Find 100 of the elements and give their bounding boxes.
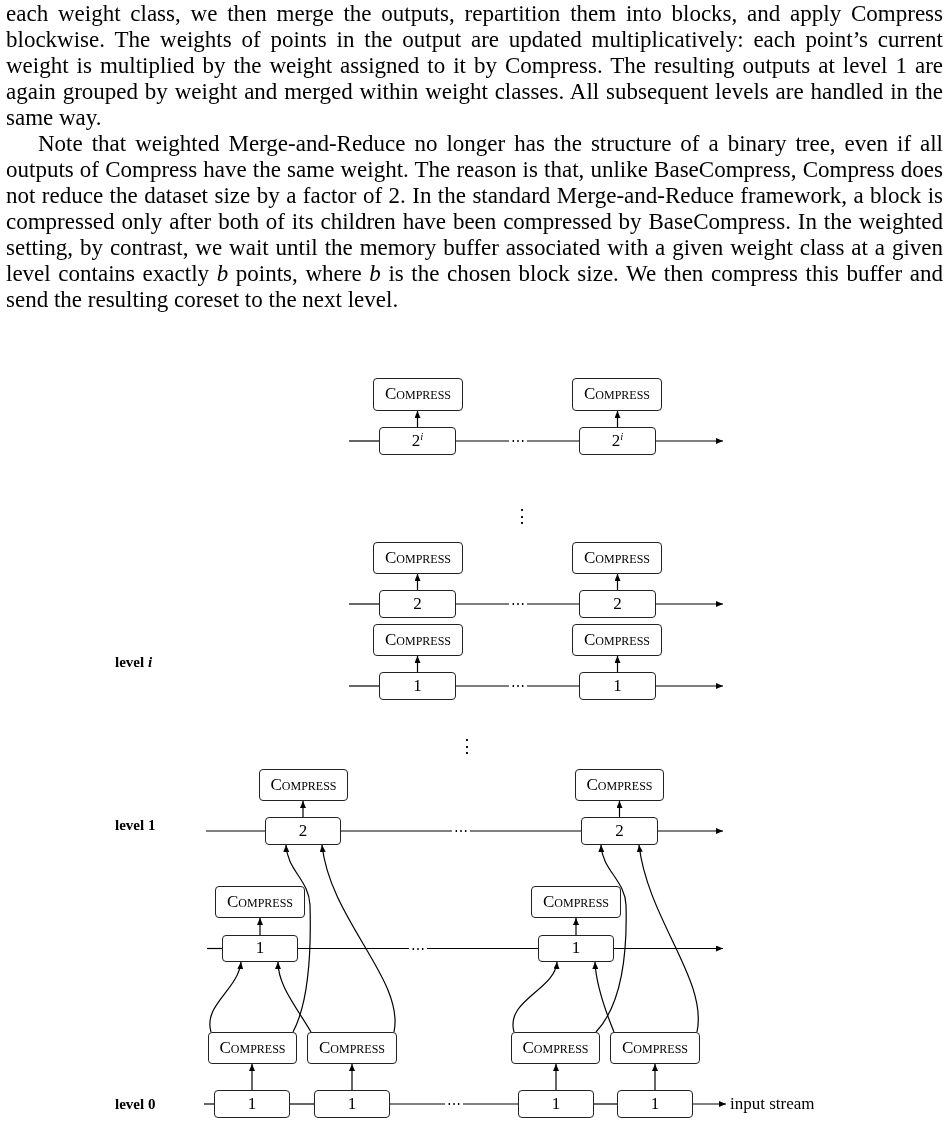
box-label: 1 [551, 1094, 561, 1114]
operation-box [511, 1032, 600, 1064]
box-label: Compress [584, 385, 650, 404]
box-label: 1 [347, 1094, 357, 1114]
box-label: 1 [413, 676, 422, 696]
arrow [512, 961, 559, 1033]
block-box [617, 1090, 693, 1118]
connector-line [593, 1103, 618, 1105]
connector-line [348, 685, 380, 687]
block-box [214, 1090, 290, 1118]
block-box [579, 672, 656, 700]
connector-line [205, 830, 266, 832]
arrow [614, 573, 621, 591]
block-box [379, 427, 456, 455]
arrow [592, 961, 615, 1033]
operation-box [373, 542, 463, 574]
operation-box [373, 624, 463, 656]
arrow [657, 828, 724, 834]
box-label: 1 [571, 939, 581, 958]
operation-box [373, 378, 463, 411]
block-box [579, 590, 656, 618]
arrow [652, 1063, 658, 1091]
body-paragraph: Note that weighted Merge-and-Reduce no longer has the structure of a binary tree, even if all outputs of Compress have the same weight. The reason is that, unlike BaseCompress, Compress does not reduce the dataset size by a factor of 2. In the standard Merge-and-Reduce framework, a block is compressed only after both of its children have been compressed by BaseCompress. In the weighted setting, by contrast, we wait until the memory buffer associated with a given weight class at a given level contains exactly b points, where b is the chosen block size. We then compress this buffer and send the resulting coreset to the next level. [6, 131, 943, 313]
arrow [614, 655, 621, 673]
stream-label: input stream [730, 1094, 815, 1114]
operation-box [572, 542, 662, 574]
connector-line [455, 685, 580, 687]
box-label: Compress [543, 892, 609, 912]
arrow [414, 655, 421, 673]
box-label: 1 [613, 676, 622, 696]
box-label: Compress [270, 775, 337, 795]
arrow [414, 573, 421, 591]
arrow [349, 1063, 355, 1091]
block-box [538, 935, 614, 962]
operation-box [208, 1032, 297, 1064]
arrow [614, 410, 621, 428]
block-box [579, 427, 656, 455]
operation-box [610, 1032, 700, 1064]
arrow [655, 601, 724, 607]
connector-line [289, 1103, 315, 1105]
box-label: 1 [247, 1094, 257, 1114]
operation-box [572, 624, 662, 656]
box-label: Compress [584, 630, 650, 650]
box-label: 2 [615, 821, 624, 841]
box-label: 2 [298, 821, 308, 841]
arrow [283, 844, 311, 1033]
block-box [222, 935, 298, 962]
box-label: 2$^{i}$ [411, 431, 424, 451]
box-label: Compress [227, 892, 293, 912]
operation-box [259, 769, 348, 801]
box-label: Compress [385, 630, 451, 650]
arrow [655, 683, 724, 689]
box-label: Compress [586, 775, 653, 795]
arrow [613, 945, 724, 952]
box-label: Compress [385, 385, 451, 404]
box-label: Compress [584, 548, 650, 568]
arrow [553, 1063, 559, 1091]
connector-line [455, 440, 580, 442]
block-box [379, 672, 456, 700]
vertical-ellipsis: ⋮ [458, 737, 476, 755]
block-box [314, 1090, 390, 1118]
box-label: Compress [622, 1038, 688, 1058]
arrow [595, 844, 627, 1033]
arrow [414, 410, 421, 428]
connector-line [340, 830, 582, 832]
arrow [257, 917, 263, 936]
vertical-ellipsis: ⋮ [513, 507, 531, 525]
box-label: Compress [385, 548, 451, 568]
operation-box [531, 886, 621, 918]
arrow [616, 800, 623, 818]
connector-line [348, 603, 380, 605]
box-label: Compress [219, 1038, 286, 1058]
arrow [637, 844, 699, 1033]
level-label: level 0 [115, 1095, 156, 1114]
arrow [692, 1101, 727, 1107]
arrow [209, 961, 243, 1033]
box-label: Compress [522, 1038, 589, 1058]
block-box [581, 817, 658, 845]
connector-line [389, 1103, 519, 1105]
connector-line [297, 947, 539, 950]
operation-box [575, 769, 664, 801]
block-box [265, 817, 341, 845]
box-label: 2 [613, 594, 622, 614]
arrow [249, 1063, 255, 1091]
box-label: 2 [413, 594, 422, 614]
operation-box [307, 1032, 397, 1064]
arrow [655, 438, 724, 444]
block-box [518, 1090, 594, 1118]
body-paragraph: each weight class, we then merge the outputs, repartition them into blocks, and apply Compress blockwise. The weights of points in the output are updated multiplicatively: each point’s current weight is multiplied by the weight assigned to it by Compress. The resulting outputs at level 1 are again grouped by weight and merged within weight classes. All subsequent levels are handled in the same way. [6, 1, 943, 131]
operation-box [215, 886, 305, 918]
connector-line [455, 603, 580, 605]
arrow [275, 961, 312, 1033]
box-label: 1 [255, 939, 265, 958]
level-label: level i [115, 653, 153, 672]
connector-line [348, 440, 380, 442]
connector-line [203, 1103, 215, 1105]
arrow [320, 844, 396, 1033]
box-label: 2$^{i}$ [611, 431, 624, 451]
level-label: level 1 [115, 816, 156, 835]
block-box [379, 590, 456, 618]
